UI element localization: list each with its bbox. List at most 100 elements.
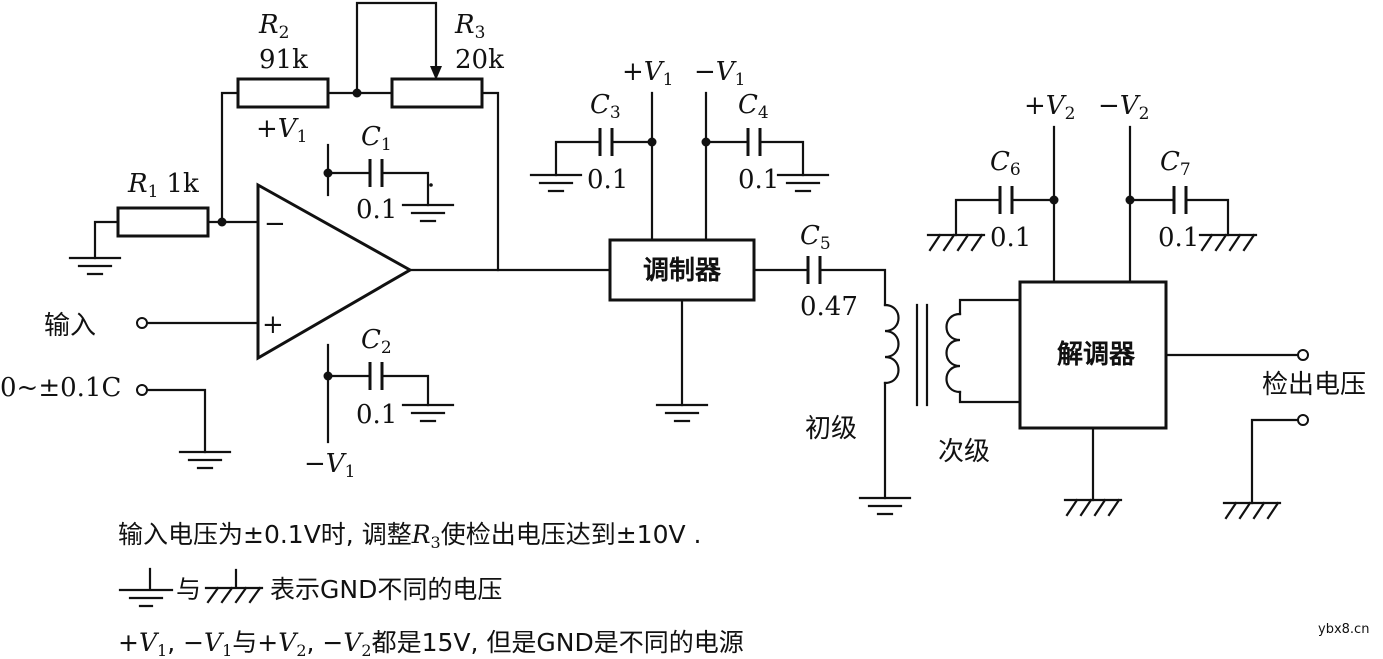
r2-sub: 2 <box>279 23 290 43</box>
ground-symbol <box>858 496 912 516</box>
note-line-3: +V1, −V1与+V2, −V2都是15V, 但是GND是不同的电源 <box>118 628 744 659</box>
input-range-label: 0~±0.1C <box>0 373 121 403</box>
modulator-label: 调制器 <box>643 256 722 286</box>
note-line-3-segment: , − <box>307 628 344 657</box>
c7-symbol <box>1172 186 1188 214</box>
c4-name: C <box>738 90 758 120</box>
svg-text:C7: C7 <box>1160 147 1191 180</box>
r2-name: R <box>258 10 279 40</box>
svg-text:C1: C1 <box>361 122 392 155</box>
transformer-core <box>915 303 929 407</box>
ground-symbol <box>401 403 455 423</box>
output-terminal-bottom <box>1297 414 1309 426</box>
r3-wiper-arrow <box>430 66 442 80</box>
modulator-block <box>608 238 756 302</box>
r2-body <box>236 77 330 109</box>
r1-value: 1k <box>166 169 199 199</box>
c7-sub: 7 <box>1180 160 1191 180</box>
svg-text:R3: R3 <box>454 10 485 43</box>
note-line-2-connector: 与 <box>176 575 201 604</box>
note-line-3-segment: , − <box>167 628 204 657</box>
chassis-ground-symbol <box>926 233 986 252</box>
note-line-3-segment: 与+ <box>232 628 278 657</box>
chassis-ground-symbol <box>1222 501 1282 520</box>
r3-value: 20k <box>455 45 504 75</box>
note-line-3-segment: 2 <box>296 641 306 659</box>
c1-sub: 1 <box>381 135 392 155</box>
c1-symbol <box>368 159 384 187</box>
r3-sub: 3 <box>475 23 486 43</box>
signal-grounds <box>68 173 912 516</box>
resistors <box>116 66 484 238</box>
c4-symbol <box>746 128 762 156</box>
output-label: 检出电压 <box>1262 370 1366 400</box>
c2-name: C <box>361 325 381 355</box>
opamp-triangle <box>256 182 414 361</box>
c4-value: 0.1 <box>738 165 779 195</box>
primary-coil <box>883 303 900 385</box>
ground-symbol <box>401 203 455 223</box>
demodulator-label: 解调器 <box>1057 340 1136 370</box>
c1-name: C <box>361 122 381 152</box>
c2-value: 0.1 <box>356 400 397 430</box>
c3-name: C <box>590 90 610 120</box>
c3-sub: 3 <box>610 103 621 123</box>
output-terminal-top <box>1297 349 1309 361</box>
chassis-grounds <box>926 233 1282 520</box>
ground-symbol <box>776 173 830 193</box>
junctions <box>217 88 1135 381</box>
r2-value: 91k <box>259 45 308 75</box>
c4-sub: 4 <box>758 103 769 123</box>
c1-value: 0.1 <box>356 195 397 225</box>
r1-body <box>116 206 210 238</box>
r3-body <box>390 77 484 109</box>
c5-sub: 5 <box>820 234 831 254</box>
c2-symbol <box>368 362 384 390</box>
input-terminal <box>136 317 148 329</box>
note-line-3-segment: 1 <box>157 641 167 659</box>
note-line-1: 输入电压为±0.1V时, 调整R3使检出电压达到±10V . <box>118 520 701 552</box>
c7-value: 0.1 <box>1158 223 1199 253</box>
chassis-ground-symbol <box>1198 233 1258 252</box>
c6-value: 0.1 <box>990 223 1031 253</box>
note-line-3-segment: V <box>278 628 299 657</box>
r1-name: R <box>127 169 148 199</box>
c7-name: C <box>1160 147 1180 177</box>
opamp-pos-supply: +V1 <box>256 114 307 147</box>
secondary-coil <box>945 312 962 394</box>
note-line-3-segment: 都是15V, 但是GND是不同的电源 <box>372 628 744 657</box>
watermark: ybx8.cn <box>1318 622 1369 637</box>
note-line-3-segment: + <box>118 628 139 657</box>
note-line-3-segment: V <box>204 628 225 657</box>
mod-pos-supply: +V1 <box>622 57 673 90</box>
legend-signal-ground-icon <box>118 567 174 608</box>
transformer <box>883 303 962 407</box>
svg-text:C4: C4 <box>738 90 769 123</box>
chassis-ground-symbol <box>1063 498 1123 517</box>
opamp-neg-supply: −V1 <box>304 449 355 482</box>
c6-symbol <box>998 186 1014 214</box>
c3-value: 0.1 <box>587 165 628 195</box>
input-label: 输入 <box>44 311 96 341</box>
note-line-3-segment: 1 <box>222 641 232 659</box>
demod-pos-supply: +V2 <box>1024 91 1075 124</box>
c6-name: C <box>990 147 1010 177</box>
svg-text:C5: C5 <box>800 221 831 254</box>
svg-text:C3: C3 <box>590 90 621 123</box>
supply-labels: +V1 −V1 +V1 −V1 +V2 −V2 <box>256 57 1149 482</box>
c2-sub: 2 <box>381 338 392 358</box>
demodulator-block <box>1018 280 1168 430</box>
input-ground-terminal <box>136 384 148 396</box>
opamp-noninverting-sign: + <box>262 310 284 340</box>
demod-neg-supply: −V2 <box>1098 91 1149 124</box>
c5-name: C <box>800 221 820 251</box>
c5-value: 0.47 <box>800 292 858 322</box>
opamp-inverting-sign: − <box>264 209 286 239</box>
note-line-3-segment: 2 <box>361 641 371 659</box>
capacitors <box>368 128 1188 390</box>
c3-symbol <box>598 128 614 156</box>
note-line-3-segment: V <box>139 628 160 657</box>
